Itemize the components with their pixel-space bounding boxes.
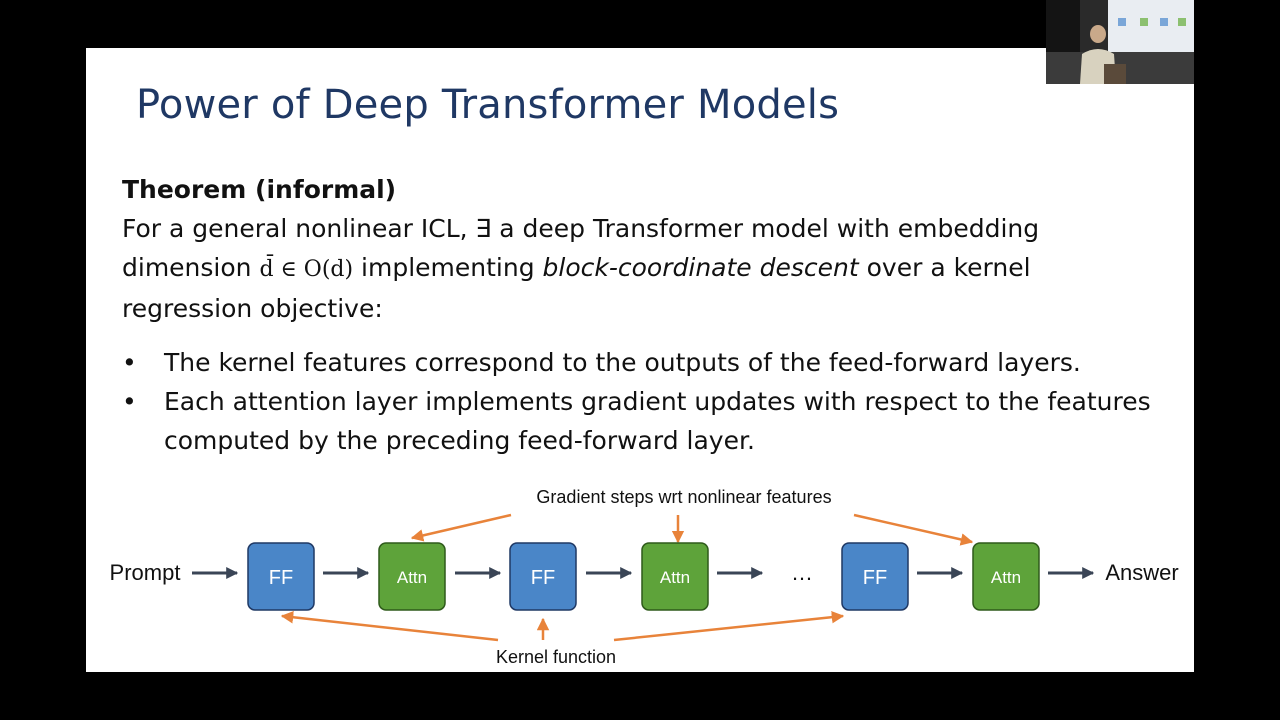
theorem-block: Theorem (informal) For a general nonline… (122, 170, 1162, 328)
speaker-video-image (1046, 0, 1194, 84)
block-label: FF (531, 567, 555, 589)
kernel-arrow (280, 611, 499, 642)
attn-block: Attn (641, 542, 709, 611)
attn-block: Attn (972, 542, 1040, 611)
slide-title: Power of Deep Transformer Models (136, 82, 840, 128)
ellipsis: … (791, 560, 813, 585)
attn-block: Attn (378, 542, 446, 611)
theorem-heading: Theorem (informal) (122, 175, 397, 204)
theorem-line-3: regression objective: (122, 294, 383, 323)
slide: Power of Deep Transformer Models Theorem… (86, 48, 1194, 672)
kernel-function-label: Kernel function (496, 647, 616, 667)
bullet-item: The kernel features correspond to the ou… (122, 343, 1172, 382)
bullet-item: Each attention layer implements gradient… (122, 382, 1172, 460)
answer-label: Answer (1105, 560, 1178, 585)
theorem-line-2-pre: dimension (122, 253, 260, 282)
gradient-arrow (410, 513, 512, 542)
kernel-arrow (613, 610, 845, 642)
block-label: FF (863, 567, 887, 589)
ff-block: FF (509, 542, 577, 611)
ff-block: FF (247, 542, 315, 611)
block-label: Attn (660, 568, 690, 587)
gradient-arrow (853, 513, 974, 546)
prompt-label: Prompt (110, 560, 181, 585)
theorem-math: d̄ ∈ O(d) (259, 257, 354, 282)
block-label: Attn (397, 568, 427, 587)
theorem-line-2-mid: implementing (353, 253, 543, 282)
theorem-line-1: For a general nonlinear ICL, ∃ a deep Tr… (122, 214, 1040, 243)
speaker-video-thumbnail (1046, 0, 1194, 84)
block-label: Attn (991, 568, 1021, 587)
ff-block: FF (841, 542, 909, 611)
gradient-steps-label: Gradient steps wrt nonlinear features (536, 487, 831, 507)
theorem-line-2-italic: block-coordinate descent (542, 253, 859, 282)
bullet-list: The kernel features correspond to the ou… (122, 343, 1172, 460)
block-label: FF (269, 567, 293, 589)
theorem-line-2-post: over a kernel (858, 253, 1031, 282)
theorem-line-2: dimension d̄ ∈ O(d) implementing block-c… (122, 248, 1162, 289)
architecture-diagram: FF Attn FF Attn FF Attn Prompt Answer … … (110, 487, 1179, 667)
